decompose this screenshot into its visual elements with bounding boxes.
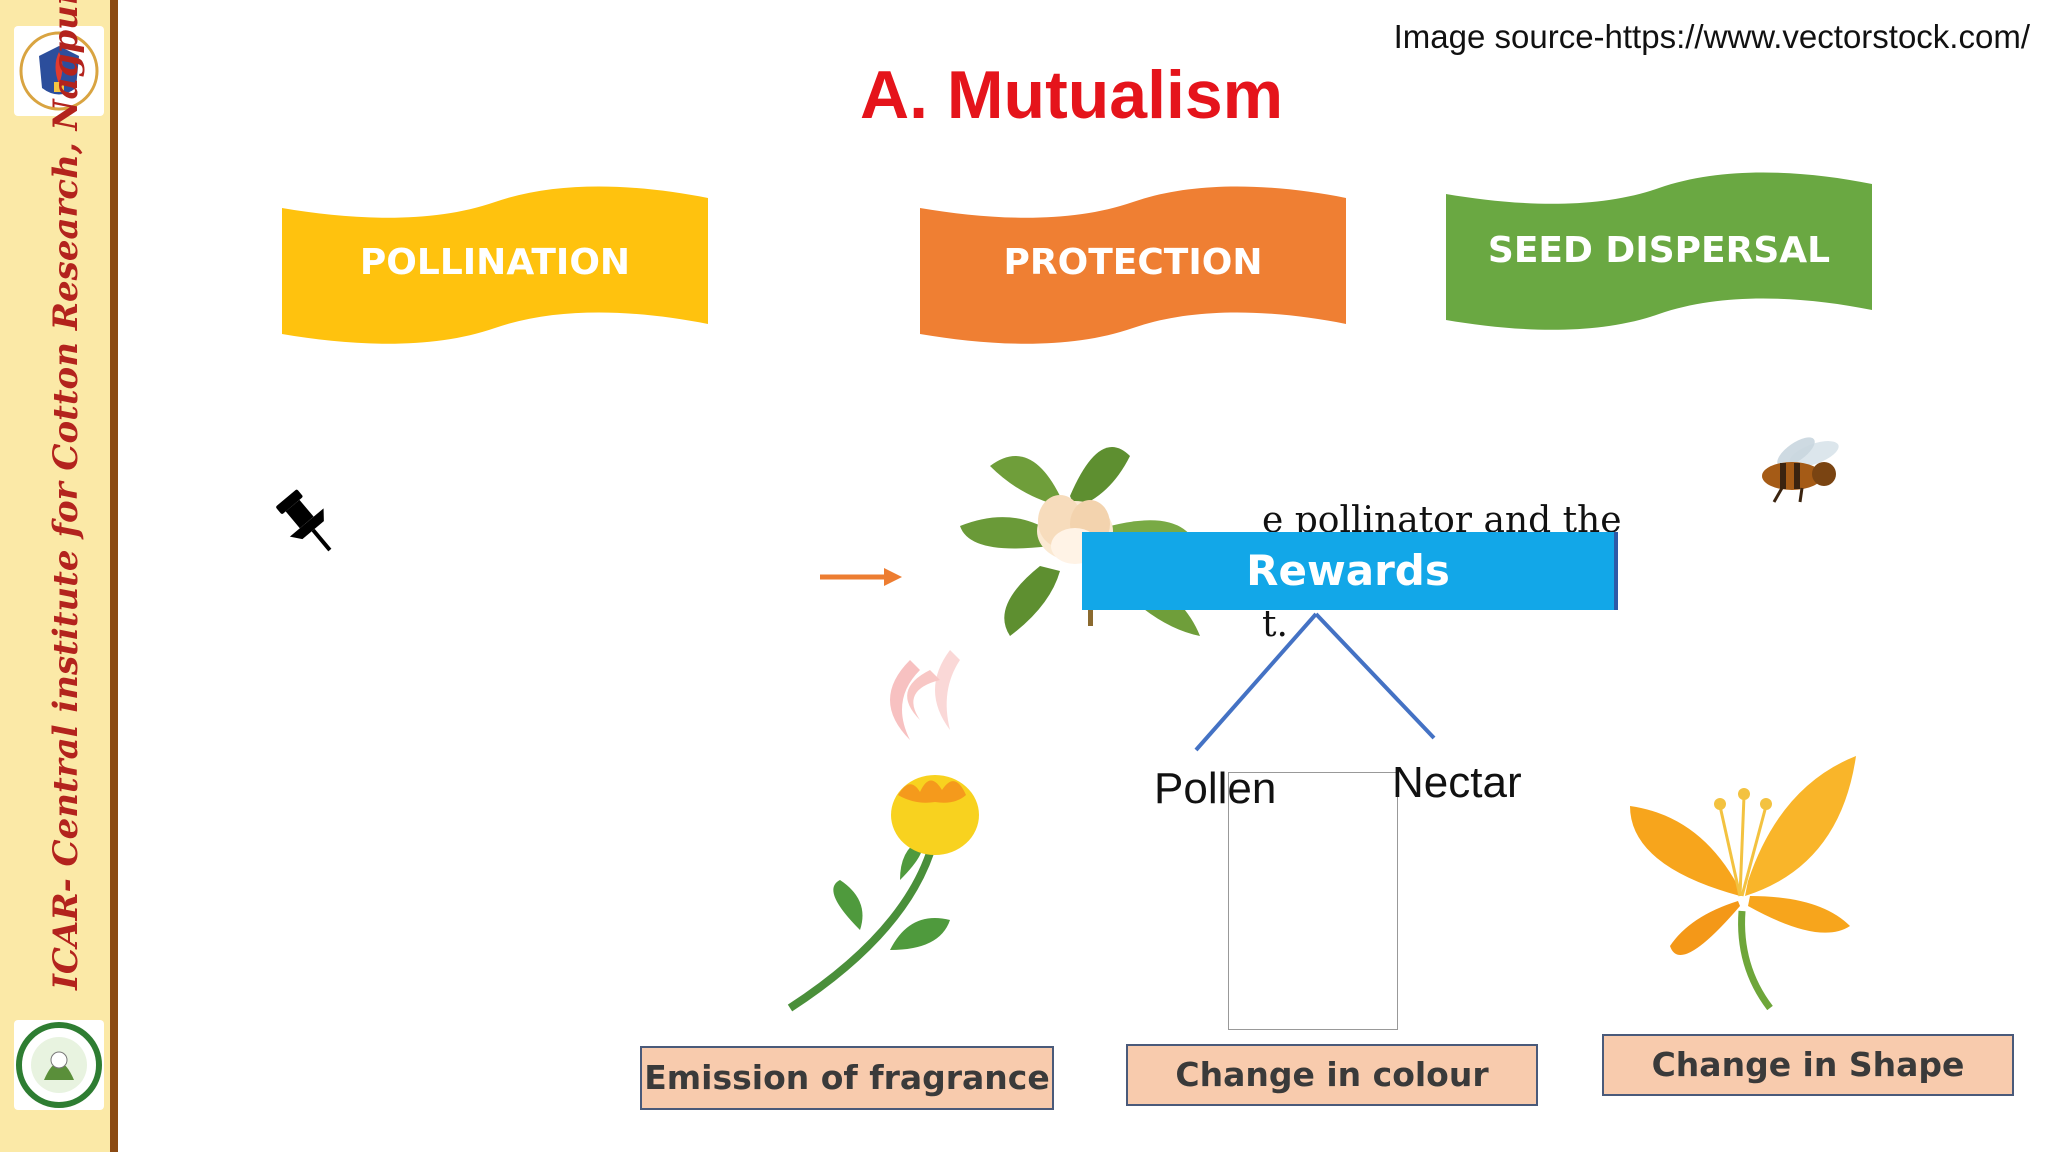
page-title: A. Mutualism <box>860 57 1284 133</box>
sidebar: ICAR- Central institute for Cotton Resea… <box>0 0 118 1152</box>
bee-icon <box>1762 437 1839 503</box>
box-change-in-shape: Change in Shape <box>1602 1034 2014 1096</box>
rewards-header: Rewards <box>1082 532 1618 610</box>
box-change-in-colour: Change in colour <box>1126 1044 1538 1106</box>
box-emission-of-fragrance: Emission of fragrance <box>640 1046 1054 1110</box>
image-source: Image source-https://www.vectorstock.com… <box>1393 18 2030 55</box>
pollen-label: Pollen <box>1154 764 1277 813</box>
yellow-flower-icon <box>1630 756 1856 1011</box>
banner-seed-dispersal: SEED DISPERSAL <box>1446 170 1872 334</box>
banner-protection: PROTECTION <box>920 184 1346 348</box>
pushpin-icon <box>276 489 332 552</box>
background-text-line2: t. <box>1262 604 1288 645</box>
icar-emblem-icon <box>14 26 104 116</box>
banner-pollination: POLLINATION <box>282 184 708 348</box>
nectar-label: Nectar <box>1392 758 1522 807</box>
fragrant-flower-icon <box>787 650 979 1012</box>
cicr-emblem-icon <box>14 1020 104 1110</box>
institute-name: ICAR- Central institute for Cotton Resea… <box>46 0 86 990</box>
branch-lines <box>1194 612 1436 752</box>
empty-image-frame <box>1228 772 1398 1030</box>
arrow-right-icon <box>820 568 902 586</box>
